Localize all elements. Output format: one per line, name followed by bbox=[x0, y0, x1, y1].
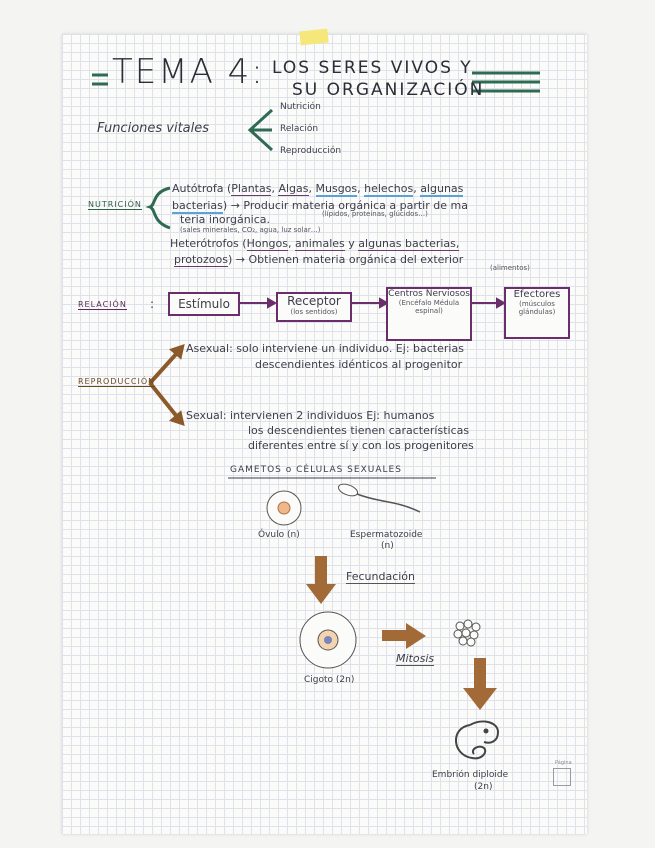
funcion-relacion: Relación bbox=[280, 124, 318, 134]
autotrofa-line3: teria inorgánica. bbox=[180, 213, 270, 226]
nutricion-label: NUTRICIÓN bbox=[88, 200, 142, 210]
relacion-box-centros: Centros Nerviosos (Encéfalo Médula espin… bbox=[386, 287, 472, 341]
sexual-line1: Sexual: intervienen 2 individuos Ej: hum… bbox=[186, 409, 434, 422]
heterotrofa-line2: protozoos) → Obtienen materia orgánica d… bbox=[174, 253, 463, 266]
title-green-bars-left bbox=[92, 75, 108, 84]
autotrofa-example-algunas: algunas bbox=[420, 182, 463, 197]
heterotrofa-connector: y bbox=[348, 237, 355, 250]
gametos-label: GAMETOS o CÉLULAS SEXUALES bbox=[230, 465, 402, 475]
heterotrofa-example-animales: animales bbox=[295, 237, 345, 251]
cigoto-label: Cigoto (2n) bbox=[304, 675, 354, 685]
mitosis-arrow-right bbox=[382, 623, 426, 649]
autotrofa-example-musgos: Musgos bbox=[316, 182, 358, 197]
heterotrofa-line1: Heterótrofos (Hongos, animales y algunas… bbox=[170, 237, 459, 250]
title-line2: SU ORGANIZACIÓN bbox=[292, 80, 484, 100]
espermatozoide-label: Espermatozoide bbox=[350, 530, 422, 540]
autotrofa-example-helechos: helechos bbox=[364, 182, 413, 197]
heterotrofa-note: (alimentos) bbox=[490, 264, 530, 272]
asexual-text1: : solo interviene un individuo. Ej: bact… bbox=[229, 342, 464, 355]
nutricion-brace bbox=[150, 188, 170, 228]
autotrofa-line1: Autótrofa (Plantas, Algas, Musgos, helec… bbox=[172, 182, 463, 195]
funcion-reproduccion: Reproducción bbox=[280, 146, 341, 156]
autotrofa-lead: Autótrofa ( bbox=[172, 182, 231, 195]
embrion-label: Embrión diploide bbox=[432, 770, 508, 780]
relacion-label: RELACIÓN bbox=[78, 300, 127, 310]
sexual-text3: diferentes entre sí y con los progenitor… bbox=[248, 439, 474, 452]
title-prefix: TEMA 4: bbox=[112, 52, 265, 92]
page-number-box bbox=[553, 768, 571, 786]
espermatozoide-ploidy: (n) bbox=[381, 541, 394, 551]
asexual-label: Asexual bbox=[186, 342, 229, 355]
fecundacion-arrow bbox=[306, 556, 336, 604]
funcion-nutricion: Nutrición bbox=[280, 102, 321, 112]
morula-drawing bbox=[454, 620, 480, 646]
heterotrofa-lead: Heterótrofos ( bbox=[170, 237, 247, 250]
embrion-ploidy: (2n) bbox=[474, 782, 492, 792]
ovulo-drawing bbox=[267, 491, 301, 525]
fecundacion-label: Fecundación bbox=[346, 570, 415, 584]
autotrofa-example-plantas: Plantas bbox=[231, 182, 271, 196]
embrion-arrow bbox=[463, 658, 497, 710]
relacion-colon: : bbox=[150, 297, 154, 311]
embrion-drawing bbox=[456, 721, 498, 758]
relacion-box-efectores-title: Efectores bbox=[514, 289, 561, 300]
espermatozoide-drawing bbox=[337, 482, 420, 512]
heterotrofa-line2-rest: ) → Obtienen materia orgánica del exteri… bbox=[228, 253, 463, 266]
cigoto-drawing bbox=[300, 612, 356, 668]
autotrofa-line2-note: (lípidos, proteínas, glúcidos…) bbox=[322, 210, 428, 218]
autotrofa-example-algas: Algas bbox=[278, 182, 308, 196]
sexual-text2: los descendientes tienen características bbox=[248, 424, 469, 437]
heterotrofa-protozoos: protozoos bbox=[174, 253, 228, 267]
relacion-box-efectores-sub: (músculos glándulas) bbox=[506, 300, 568, 316]
mitosis-label: Mitosis bbox=[396, 652, 434, 666]
sexual-text1: : intervienen 2 individuos Ej: humanos bbox=[223, 409, 434, 422]
relacion-box-receptor-title: Receptor bbox=[287, 294, 341, 308]
relacion-box-centros-title: Centros Nerviosos bbox=[388, 289, 470, 299]
title-line1: LOS SERES VIVOS Y bbox=[272, 58, 473, 78]
relacion-box-receptor-sub: (los sentidos) bbox=[278, 308, 350, 316]
relacion-box-estimulo-title: Estímulo bbox=[178, 297, 230, 311]
relacion-box-receptor: Receptor (los sentidos) bbox=[276, 292, 352, 322]
ovulo-label: Óvulo (n) bbox=[258, 530, 300, 540]
relacion-box-efectores: Efectores (músculos glándulas) bbox=[504, 287, 570, 339]
sexual-label: Sexual bbox=[186, 409, 223, 422]
relacion-box-estimulo: Estímulo bbox=[168, 292, 240, 316]
autotrofa-bacterias: bacterias bbox=[172, 199, 223, 214]
reproduccion-label: REPRODUCCIÓN bbox=[78, 377, 155, 387]
heterotrofa-extra: algunas bacterias, bbox=[358, 237, 459, 251]
funciones-label: Funciones vitales bbox=[97, 121, 209, 136]
asexual-text2: descendientes idénticos al progenitor bbox=[255, 358, 462, 371]
heterotrofa-example-hongos: Hongos bbox=[247, 237, 288, 251]
asexual-line1: Asexual: solo interviene un individuo. E… bbox=[186, 342, 464, 355]
page-number-label: Página bbox=[555, 760, 572, 766]
autotrofa-line3-note: (sales minerales, CO₂, agua, luz solar…) bbox=[180, 226, 320, 234]
relacion-box-centros-sub: (Encéfalo Médula espinal) bbox=[388, 299, 470, 315]
